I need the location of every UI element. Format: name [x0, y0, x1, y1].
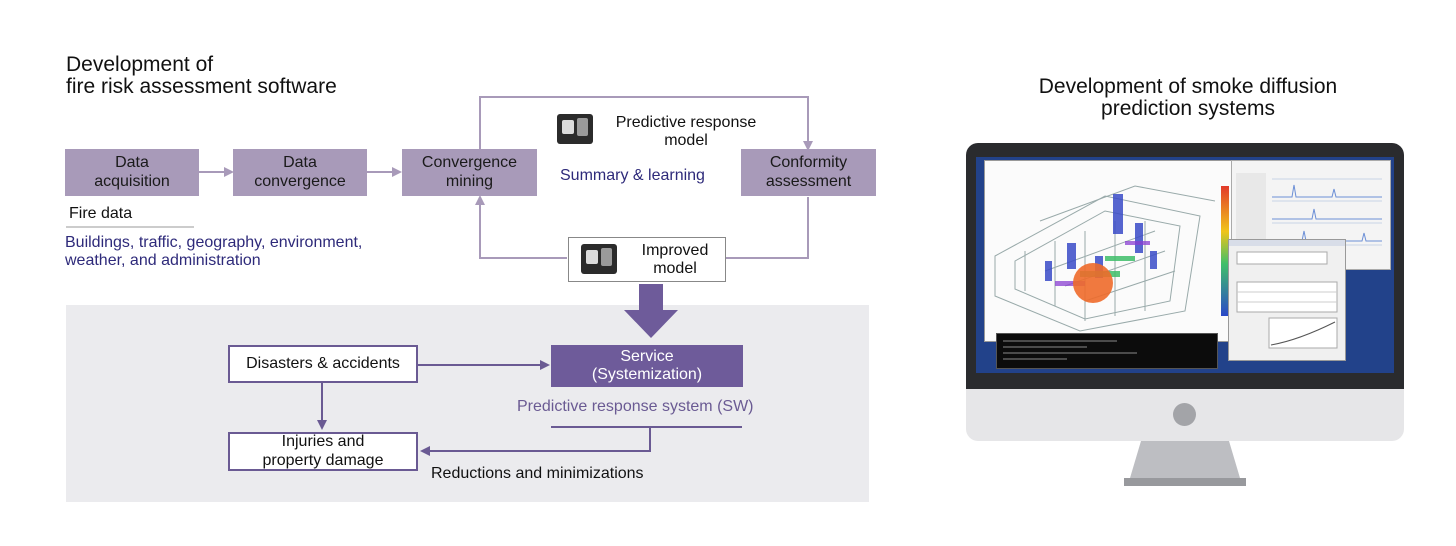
data-convergence-box: Data convergence: [233, 149, 367, 196]
predictive-system-label: Predictive response system (SW): [517, 398, 754, 415]
monitor-stand: [1130, 441, 1240, 478]
disasters-box: Disasters & accidents: [228, 345, 418, 383]
building-model-icon: [994, 185, 1229, 332]
monitor-screen: [976, 157, 1394, 373]
improved-model-icon: [581, 244, 617, 274]
left-title: Development of fire risk assessment soft…: [66, 53, 337, 99]
model-icon: [557, 114, 593, 144]
dialog-window: [1228, 239, 1346, 361]
console-window: [996, 333, 1218, 369]
convergence-mining-box: Convergence mining: [402, 149, 537, 196]
predictive-model-label: Predictive response model: [615, 114, 757, 149]
monitor-base: [1124, 478, 1246, 486]
right-title: Development of smoke diffusion predictio…: [1038, 75, 1338, 121]
monitor: [966, 143, 1404, 488]
dialog-thumbnail-icon: [1229, 240, 1345, 349]
power-button: [1173, 403, 1196, 426]
arrow-mining-conformity: [479, 96, 813, 151]
reductions-label: Reductions and minimizations: [431, 465, 644, 482]
big-down-arrow: [624, 284, 678, 338]
service-panel: [66, 305, 869, 502]
console-lines-icon: [1003, 340, 1137, 360]
data-acquisition-box: Data acquisition: [65, 149, 199, 196]
fire-data-label: Fire data: [69, 205, 133, 222]
conformity-assessment-box: Conformity assessment: [741, 149, 876, 196]
arrow-conformity-improved: [726, 197, 809, 259]
summary-learning-label: Summary & learning: [560, 167, 705, 184]
arrow-improved-mining: [475, 195, 567, 259]
injuries-box: Injuries and property damage: [228, 432, 418, 471]
arrow-system-injuries: [420, 427, 651, 456]
simulation-window: [984, 160, 1242, 342]
service-box: Service (Systemization): [551, 345, 743, 387]
fire-data-detail: Buildings, traffic, geography, environme…: [65, 234, 363, 270]
improved-model-label: Improved model: [641, 242, 709, 277]
